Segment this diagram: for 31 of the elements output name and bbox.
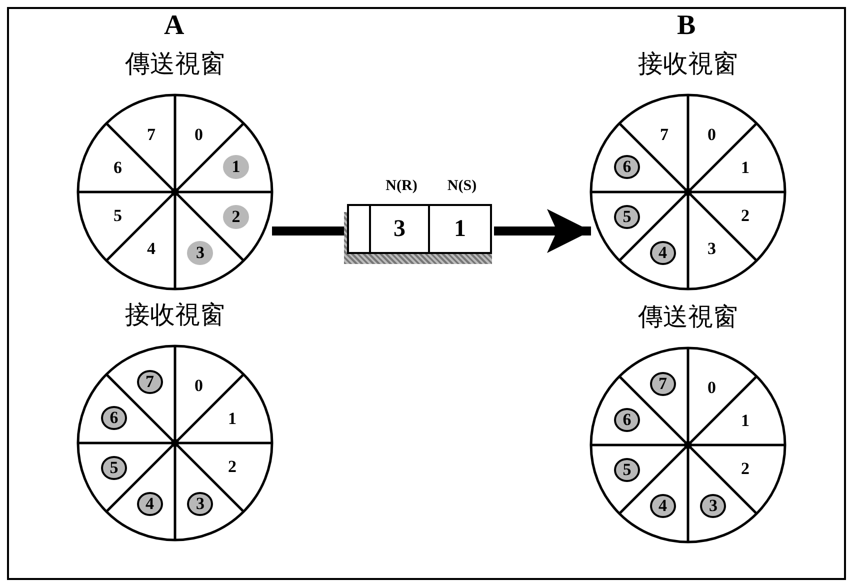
field-heading: N(S) xyxy=(446,178,478,195)
sequence-number: 0 xyxy=(193,124,204,145)
sequence-number: 0 xyxy=(706,378,717,398)
window-wheel xyxy=(76,299,274,542)
sequence-number: 2 xyxy=(740,206,751,226)
window-title: 傳送視窗 xyxy=(637,301,739,333)
window-wheel xyxy=(589,48,787,291)
sequence-number: 5 xyxy=(112,206,123,226)
sequence-number: 1 xyxy=(740,158,751,178)
sequence-number: 2 xyxy=(227,456,238,477)
window-wheel xyxy=(76,48,274,291)
field-value: 1 xyxy=(428,204,492,254)
sequence-number: 3 xyxy=(706,239,717,260)
field-heading: N(R) xyxy=(384,178,418,195)
column-heading: A xyxy=(164,10,184,42)
sequence-number: 7 xyxy=(146,124,157,145)
sequence-number: 1 xyxy=(227,409,238,430)
window-title: 傳送視窗 xyxy=(124,48,226,80)
window-wheel xyxy=(589,301,787,544)
window-title: 接收視窗 xyxy=(124,299,226,331)
window-title: 接收視窗 xyxy=(637,48,739,80)
sequence-number: 0 xyxy=(706,124,717,145)
field-value: 3 xyxy=(369,204,430,254)
sequence-number: 2 xyxy=(740,458,751,479)
arrow xyxy=(494,209,591,253)
sequence-number: 6 xyxy=(112,158,123,178)
sequence-number: 1 xyxy=(740,411,751,432)
column-heading: B xyxy=(677,10,696,42)
sequence-number: 0 xyxy=(193,376,204,396)
sequence-number: 4 xyxy=(146,239,157,260)
sequence-number: 7 xyxy=(659,124,670,145)
